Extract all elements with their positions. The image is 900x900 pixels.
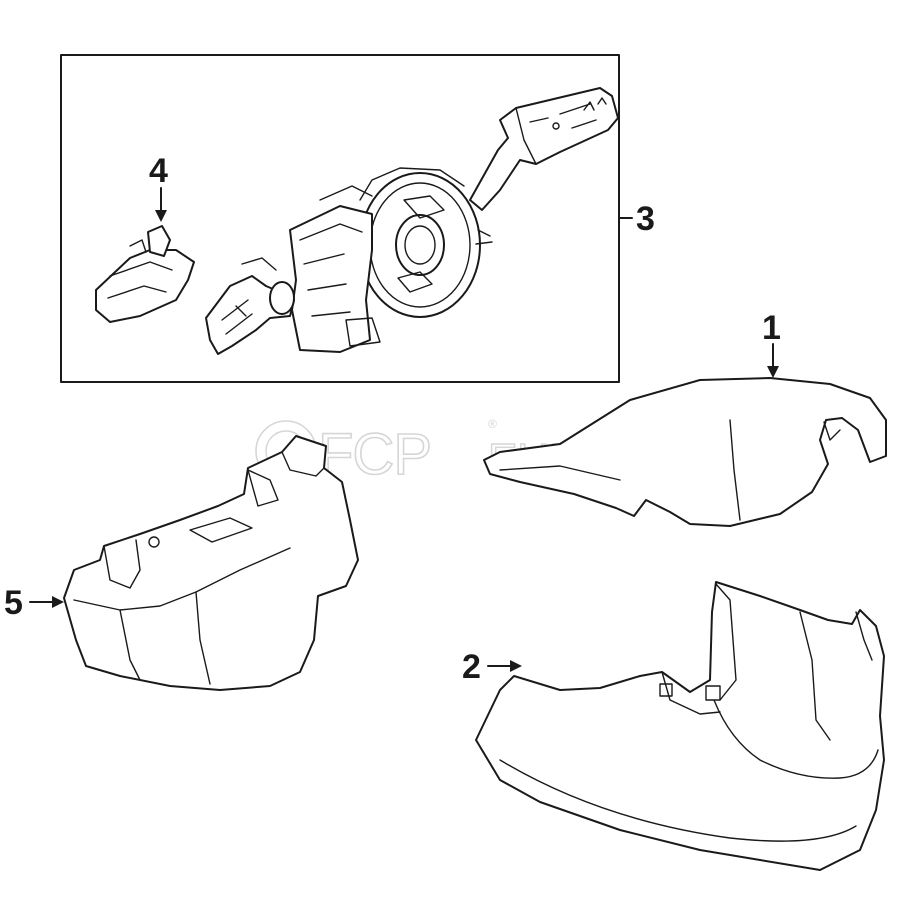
- lock-housing: [63, 435, 359, 691]
- callout-1-label: 1: [762, 309, 781, 347]
- sensor-module: [95, 225, 195, 323]
- upper-column-cover: [483, 377, 887, 527]
- combination-switch-assembly: [205, 87, 619, 355]
- callout-4: 4: [149, 152, 168, 222]
- callout-3-label: 3: [636, 200, 655, 238]
- watermark-registered-mark: ®: [488, 417, 497, 431]
- callout-4-label: 4: [149, 152, 168, 190]
- callout-5-label: 5: [4, 584, 23, 622]
- lower-column-cover: [475, 581, 885, 871]
- callout-1: 1: [762, 309, 781, 378]
- callout-3: 3: [618, 200, 655, 238]
- callout-2-label: 2: [462, 648, 481, 686]
- callout-2: 2: [462, 648, 522, 686]
- callout-5: 5: [4, 584, 64, 622]
